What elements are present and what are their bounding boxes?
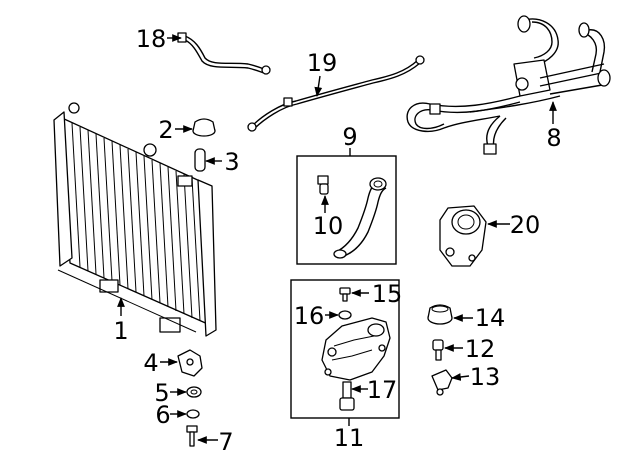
callout-9[interactable]: 9 [342,123,357,151]
group-box-11 [290,279,400,419]
thermostat-housing-part[interactable] [439,205,487,267]
bracket-part[interactable] [177,349,203,377]
sleeve-part[interactable] [194,148,206,172]
temperature-sensor-part[interactable] [432,339,444,361]
callout-6[interactable]: 6 [155,401,170,429]
leader-lines [117,34,557,444]
small-hose-part[interactable] [177,32,271,75]
coolant-housing-part[interactable] [321,317,391,381]
long-hose-part[interactable] [247,55,425,132]
callout-17[interactable]: 17 [367,376,398,404]
callout-10[interactable]: 10 [313,212,344,240]
callout-18[interactable]: 18 [136,25,167,53]
callout-14[interactable]: 14 [475,304,506,332]
switch-part[interactable] [431,369,453,396]
washer-part[interactable] [186,409,200,419]
callout-8[interactable]: 8 [546,124,561,152]
callout-1[interactable]: 1 [113,317,128,345]
callout-4[interactable]: 4 [143,349,158,377]
callout-13[interactable]: 13 [470,363,501,391]
callout-11[interactable]: 11 [334,424,365,452]
callout-labels: 1 2 3 4 5 6 7 8 9 10 11 12 13 14 15 16 1… [113,25,561,456]
callout-16[interactable]: 16 [294,302,325,330]
callout-2[interactable]: 2 [158,116,173,144]
outlet-hose-part[interactable] [333,177,387,259]
radiator-part[interactable] [53,102,217,337]
hose-assembly-part[interactable] [406,15,611,155]
callout-12[interactable]: 12 [465,335,496,363]
bolt-15-part[interactable] [339,287,351,302]
callout-7[interactable]: 7 [218,428,233,456]
cap-part[interactable] [192,118,216,137]
bolt-part[interactable] [186,425,198,447]
callout-3[interactable]: 3 [224,148,239,176]
callout-20[interactable]: 20 [510,211,541,239]
callout-19[interactable]: 19 [307,49,338,77]
callout-15[interactable]: 15 [372,280,403,308]
callout-5[interactable]: 5 [154,379,169,407]
stud-part[interactable] [339,381,355,411]
sensor-part[interactable] [317,175,329,195]
reservoir-cap-part[interactable] [427,304,453,325]
grommet-part[interactable] [186,386,202,398]
o-ring-part[interactable] [338,310,352,320]
group-box-9 [296,155,397,265]
